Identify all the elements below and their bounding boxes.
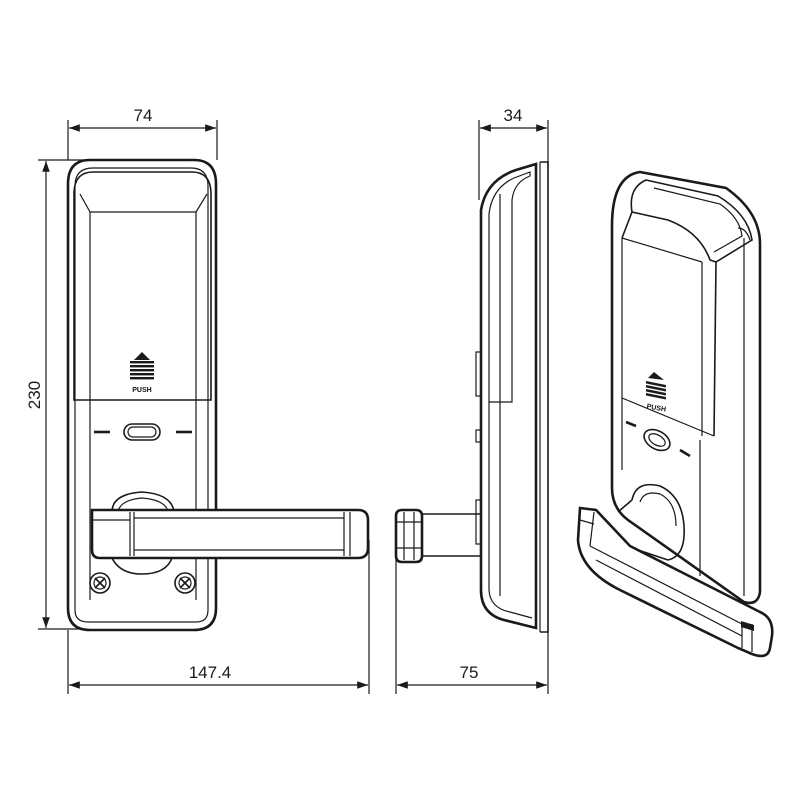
iso-handle-rose [617, 483, 685, 561]
side-spindle [420, 513, 481, 557]
dim-label-front-width: 74 [134, 106, 153, 125]
dimension-side-total-depth: 75 [395, 560, 549, 694]
front-inner-rim [74, 167, 209, 623]
isometric-view: PUSH [576, 170, 774, 658]
dimension-side-depth: 34 [478, 106, 549, 200]
side-lever-end [394, 508, 424, 564]
side-view [394, 161, 549, 633]
iso-status-indicator [643, 428, 671, 452]
push-label-iso: PUSH [646, 403, 666, 413]
front-glass-panel [73, 171, 212, 401]
push-house-icon [130, 352, 154, 380]
dimension-front-total-width: 147.4 [67, 540, 370, 694]
dim-label-side-total-depth: 75 [460, 663, 479, 682]
dim-label-side-depth: 34 [504, 106, 523, 125]
side-back-plate [540, 161, 549, 633]
front-lever-handle [90, 508, 370, 560]
dimension-front-width: 74 [67, 106, 218, 160]
iso-lever-handle [576, 506, 774, 658]
front-screw-left [89, 572, 111, 594]
iso-top-face [630, 179, 753, 263]
side-body-profile [479, 162, 538, 630]
iso-body-outline [610, 170, 762, 605]
dimension-overall-height: 230 [25, 159, 88, 630]
push-house-icon-iso [646, 372, 666, 400]
front-status-indicator [123, 423, 161, 441]
front-view: PUSH [66, 158, 370, 632]
front-screw-right [174, 572, 196, 594]
dim-label-overall-height: 230 [25, 381, 44, 409]
front-handle-rose [111, 491, 175, 513]
dim-label-front-total-width: 147.4 [189, 663, 232, 682]
push-label-front: PUSH [132, 387, 151, 394]
